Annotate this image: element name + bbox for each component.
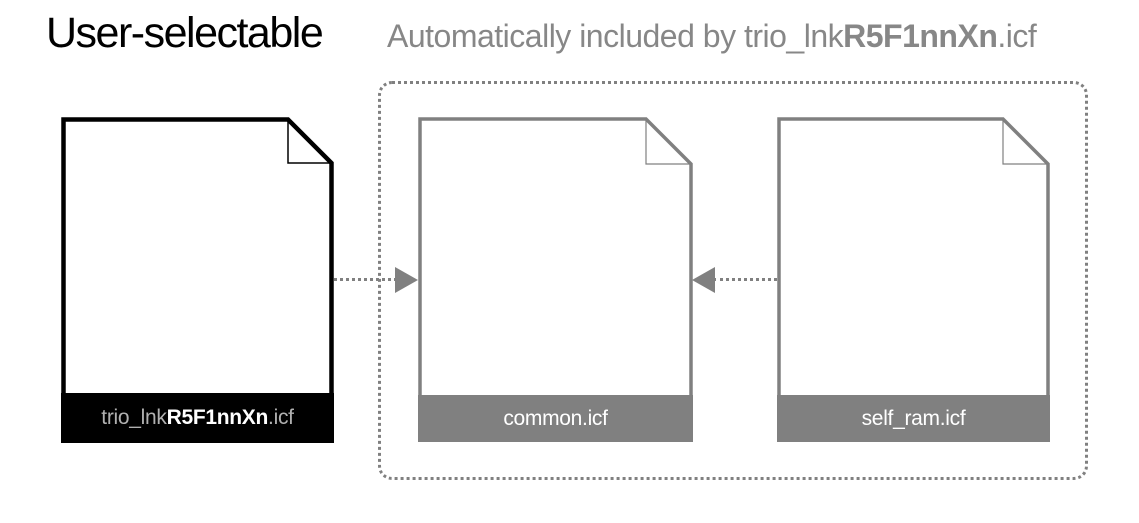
document-icon xyxy=(418,117,693,442)
file-label: self_ram.icf xyxy=(777,395,1050,442)
document-icon xyxy=(61,117,334,443)
self-ram-file: self_ram.icf xyxy=(777,117,1050,442)
dotted-line xyxy=(334,278,397,281)
arrowhead-right-icon xyxy=(395,267,418,293)
arrow-user-to-common xyxy=(334,267,418,293)
user-file: trio_lnkR5F1nnXn.icf xyxy=(61,117,334,443)
heading-auto-included-prefix: Automatically included by trio_lnk xyxy=(387,18,844,54)
heading-auto-included-bold: R5F1nnXn xyxy=(843,18,998,54)
arrow-selfram-to-common xyxy=(692,267,777,293)
file-label: trio_lnkR5F1nnXn.icf xyxy=(61,393,334,443)
file-label: common.icf xyxy=(418,395,693,442)
heading-user-selectable: User-selectable xyxy=(46,9,324,57)
heading-auto-included-suffix: .icf xyxy=(997,18,1037,54)
file-label-suffix: .icf xyxy=(268,406,294,429)
document-icon xyxy=(777,117,1050,442)
file-label-bold: R5F1nnXn xyxy=(166,406,269,429)
common-file: common.icf xyxy=(418,117,693,442)
heading-auto-included: Automatically included by trio_lnkR5F1nn… xyxy=(387,18,1037,54)
file-label-prefix: trio_lnk xyxy=(101,406,167,429)
arrowhead-left-icon xyxy=(692,267,715,293)
dotted-line xyxy=(713,278,777,281)
